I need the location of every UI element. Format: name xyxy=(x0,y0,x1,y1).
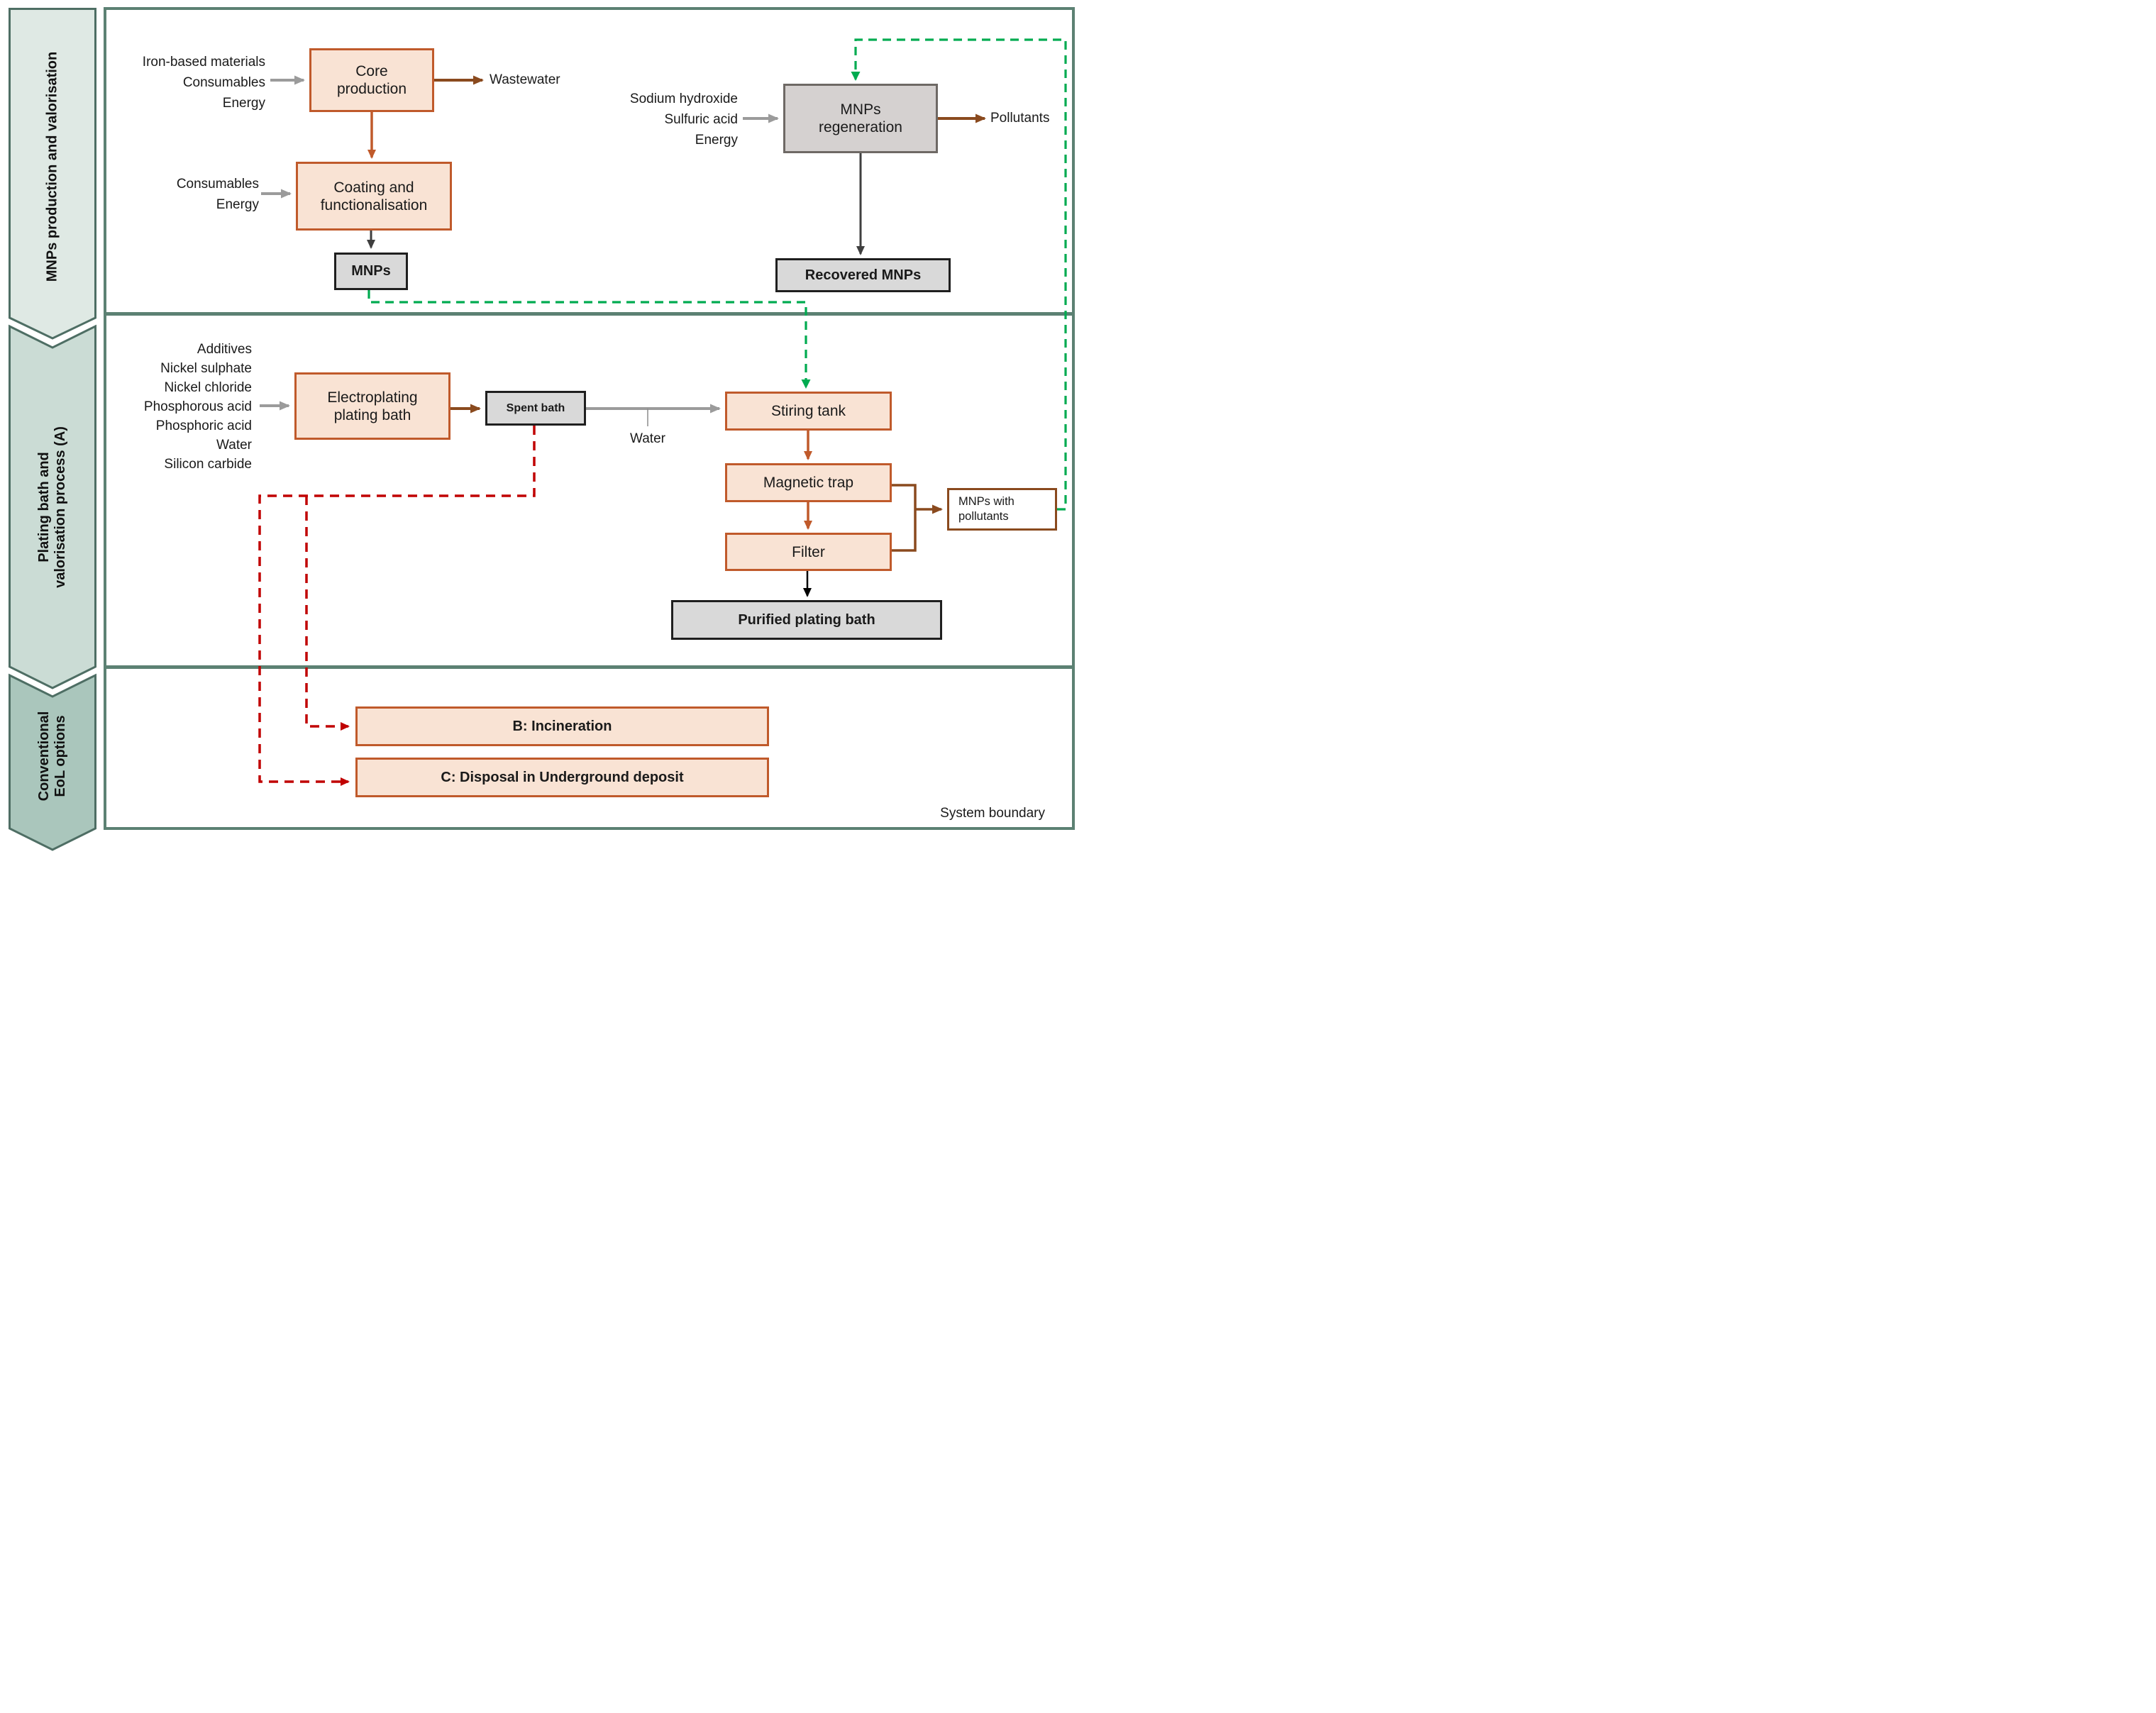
sidebar-label-eol: Conventional EoL options xyxy=(36,711,69,802)
regeneration-inputs: Sodium hydroxide Sulfuric acid Energy xyxy=(553,89,738,150)
sidebar-label-production-line1: MNPs production and valorisation xyxy=(44,51,60,282)
mnps-with-pollutants-box: MNPs with pollutants xyxy=(947,488,1057,531)
sidebar-label-plating-line1: Plating bath and xyxy=(36,452,52,562)
sidebar-section-plating-shape xyxy=(9,324,96,689)
input-phosphorous-acid: Phosphorous acid xyxy=(143,399,252,414)
section-divider-top xyxy=(106,312,1072,316)
purified-plating-bath-box: Purified plating bath xyxy=(671,600,942,640)
sidebar-section-production-shape xyxy=(9,8,96,340)
sidebar-label-eol-line1: Conventional xyxy=(36,711,52,802)
input-energy-2: Energy xyxy=(216,197,259,212)
input-sulfuric-acid: Sulfuric acid xyxy=(664,112,739,127)
stiring-tank-box: Stiring tank xyxy=(725,392,892,431)
input-nickel-sulphate: Nickel sulphate xyxy=(160,361,252,376)
coating-inputs: Consumables Energy xyxy=(74,174,259,215)
disposal-box: C: Disposal in Underground deposit xyxy=(355,758,769,797)
input-additives: Additives xyxy=(197,342,252,357)
magnetic-trap-box: Magnetic trap xyxy=(725,463,892,502)
input-iron-based-materials: Iron-based materials xyxy=(142,55,265,70)
wastewater-label: Wastewater xyxy=(490,72,560,87)
pollutants-label: Pollutants xyxy=(990,111,1050,126)
input-silicon-carbide: Silicon carbide xyxy=(164,457,252,472)
sidebar-label-eol-line2: EoL options xyxy=(52,715,68,797)
sidebar-arrows xyxy=(9,8,96,851)
system-boundary-frame xyxy=(104,7,1075,830)
electroplating-inputs: Additives Nickel sulphate Nickel chlorid… xyxy=(67,340,252,474)
coating-functionalisation-box: Coating and functionalisation xyxy=(296,162,452,231)
system-boundary-label: System boundary xyxy=(940,806,1045,821)
water-label: Water xyxy=(630,431,665,446)
sidebar-section-eol-shape xyxy=(9,673,96,851)
input-consumables-2: Consumables xyxy=(176,177,259,192)
input-sodium-hydroxide: Sodium hydroxide xyxy=(629,92,738,106)
input-consumables: Consumables xyxy=(182,75,265,90)
core-production-box: Core production xyxy=(309,48,434,112)
input-water: Water xyxy=(216,438,252,453)
filter-box: Filter xyxy=(725,533,892,571)
recovered-mnps-box: Recovered MNPs xyxy=(775,258,951,292)
section-divider-bottom xyxy=(106,665,1072,669)
sidebar-label-plating: Plating bath and valorisation process (A… xyxy=(36,426,69,588)
electroplating-bath-box: Electroplating plating bath xyxy=(294,372,450,440)
input-energy: Energy xyxy=(222,96,265,111)
input-energy-3: Energy xyxy=(695,133,738,148)
mnps-box: MNPs xyxy=(334,253,408,290)
input-nickel-chloride: Nickel chloride xyxy=(164,380,252,395)
core-production-inputs: Iron-based materials Consumables Energy xyxy=(81,52,265,113)
mnps-regeneration-box: MNPs regeneration xyxy=(783,84,938,153)
input-phosphoric-acid: Phosphoric acid xyxy=(155,418,252,433)
incineration-box: B: Incineration xyxy=(355,706,769,746)
sidebar-label-plating-line2: valorisation process (A) xyxy=(52,426,68,588)
sidebar-label-production: MNPs production and valorisation xyxy=(45,52,61,282)
spent-bath-box: Spent bath xyxy=(485,391,586,426)
lca-system-diagram: MNPs production and valorisation Plating… xyxy=(0,0,1078,857)
